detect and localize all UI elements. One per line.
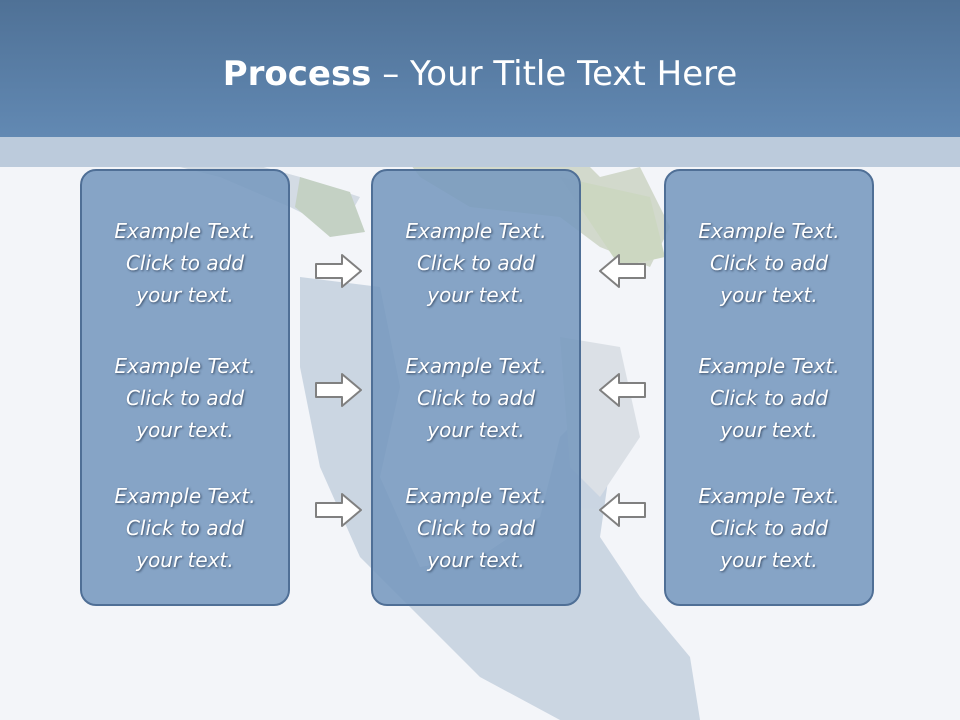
arrow-left-icon[interactable] [597, 490, 647, 530]
arrow-right-icon[interactable] [314, 370, 364, 410]
process-box-right[interactable]: Example Text. Click to add your text. Ex… [664, 169, 874, 606]
text-line: your text. [427, 418, 525, 442]
slide-title-bold: Process [222, 54, 372, 94]
title-bar [0, 0, 960, 137]
text-line: Example Text. [405, 484, 547, 508]
text-line: Example Text. [405, 354, 547, 378]
text-line: Example Text. [114, 484, 256, 508]
text-line: your text. [136, 548, 234, 572]
text-block[interactable]: Example Text. Click to add your text. [82, 480, 288, 576]
text-line: Click to add [416, 516, 536, 540]
text-block[interactable]: Example Text. Click to add your text. [373, 480, 579, 576]
text-line: Click to add [125, 516, 245, 540]
text-line: Example Text. [698, 219, 840, 243]
text-line: your text. [720, 283, 818, 307]
text-line: Click to add [125, 386, 245, 410]
text-line: Click to add [416, 251, 536, 275]
text-line: your text. [136, 283, 234, 307]
arrow-right-icon[interactable] [314, 490, 364, 530]
text-line: Click to add [709, 251, 829, 275]
text-block[interactable]: Example Text. Click to add your text. [82, 350, 288, 446]
text-line: your text. [427, 283, 525, 307]
arrow-right-icon[interactable] [314, 251, 364, 291]
text-line: your text. [136, 418, 234, 442]
slide-title-rest: – Your Title Text Here [371, 54, 738, 94]
text-line: Click to add [416, 386, 536, 410]
text-line: Click to add [125, 251, 245, 275]
text-line: Example Text. [114, 219, 256, 243]
text-line: your text. [720, 548, 818, 572]
text-line: your text. [720, 418, 818, 442]
text-line: Example Text. [114, 354, 256, 378]
text-line: Example Text. [405, 219, 547, 243]
slide-title[interactable]: Process – Your Title Text Here [0, 50, 960, 98]
arrow-left-icon[interactable] [597, 370, 647, 410]
text-line: Example Text. [698, 354, 840, 378]
title-bar-stripe [0, 137, 960, 167]
text-line: Click to add [709, 516, 829, 540]
text-block[interactable]: Example Text. Click to add your text. [666, 480, 872, 576]
text-block[interactable]: Example Text. Click to add your text. [373, 350, 579, 446]
arrow-left-icon[interactable] [597, 251, 647, 291]
text-line: Example Text. [698, 484, 840, 508]
text-block[interactable]: Example Text. Click to add your text. [666, 350, 872, 446]
text-block[interactable]: Example Text. Click to add your text. [373, 215, 579, 311]
text-block[interactable]: Example Text. Click to add your text. [82, 215, 288, 311]
text-line: your text. [427, 548, 525, 572]
process-box-center[interactable]: Example Text. Click to add your text. Ex… [371, 169, 581, 606]
process-box-left[interactable]: Example Text. Click to add your text. Ex… [80, 169, 290, 606]
text-block[interactable]: Example Text. Click to add your text. [666, 215, 872, 311]
text-line: Click to add [709, 386, 829, 410]
